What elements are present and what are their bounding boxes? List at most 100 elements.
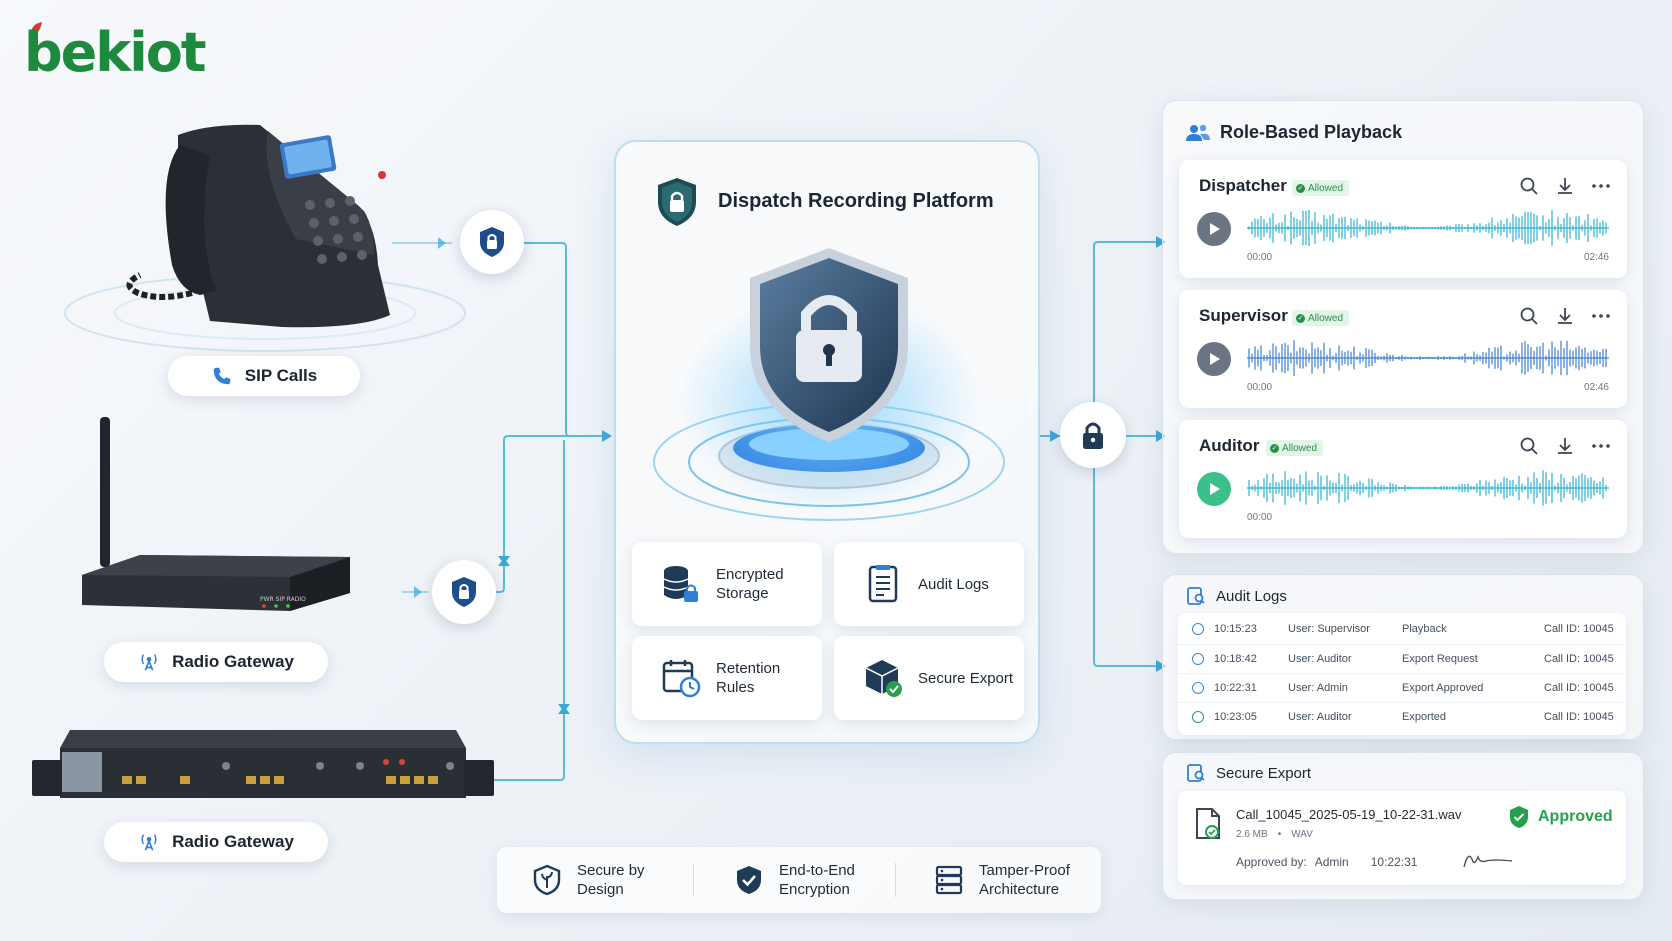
status-text: Approved: [1538, 808, 1613, 825]
approval-time: 10:22:31: [1370, 855, 1418, 869]
search-icon[interactable]: [1519, 306, 1539, 326]
log-time: 10:15:23: [1214, 623, 1257, 635]
radio-tower-icon: [141, 834, 157, 851]
status-text: Allowed: [1282, 442, 1318, 454]
waveform: [1247, 339, 1609, 377]
role-name: Auditor: [1199, 436, 1260, 455]
principle-line2: Design: [577, 881, 624, 898]
audit-log-row: 10:15:23 User: Supervisor Playback Call …: [1178, 615, 1626, 644]
download-icon[interactable]: [1555, 176, 1575, 196]
feature-label-line1: Encrypted: [716, 566, 784, 583]
source-label: Radio Gateway: [172, 652, 294, 671]
player-supervisor: Supervisor ✓Allowed 00:00 02:46: [1179, 290, 1627, 408]
download-icon[interactable]: [1555, 306, 1575, 326]
status-badge: ✓Allowed: [1292, 180, 1350, 196]
feature-label: Secure Export: [918, 669, 1014, 687]
role-name: Dispatcher: [1199, 176, 1287, 195]
search-icon[interactable]: [1519, 436, 1539, 456]
export-approved-status: Approved: [1508, 805, 1613, 829]
play-button[interactable]: [1197, 472, 1231, 506]
status-text: Allowed: [1308, 312, 1344, 324]
export-file-card: Call_10045_2025-05-19_10-22-31.wav 2.6 M…: [1178, 791, 1626, 885]
log-user: User: Auditor: [1288, 711, 1352, 723]
source-label: SIP Calls: [244, 366, 318, 385]
document-list-icon: [868, 565, 898, 603]
search-icon[interactable]: [1519, 176, 1539, 196]
panel-title-text: Secure Export: [1216, 764, 1312, 782]
audit-logs-title: Audit Logs: [1186, 586, 1287, 606]
export-search-icon: [1187, 764, 1205, 782]
brand-logo: bekiot: [22, 20, 212, 84]
waveform: [1247, 209, 1609, 247]
secure-vault-illustration: [653, 248, 1005, 521]
play-icon: [1210, 223, 1220, 235]
feature-audit-logs: Audit Logs: [834, 542, 1024, 626]
source-label: Radio Gateway: [172, 832, 294, 851]
download-icon[interactable]: [1555, 436, 1575, 456]
feature-label-line2: Storage: [716, 585, 769, 602]
play-button[interactable]: [1197, 212, 1231, 246]
shield-check-icon: [737, 866, 761, 894]
export-format: WAV: [1291, 829, 1313, 840]
approved-shield-icon: [1510, 806, 1528, 828]
log-call-id: Call ID: 10045: [1544, 711, 1614, 723]
log-action: Export Request: [1402, 653, 1478, 665]
lock-node-sip: [460, 210, 524, 274]
status-text: Allowed: [1308, 182, 1344, 194]
sip-phone-illustration: [60, 115, 470, 355]
time-end: 02:46: [1583, 382, 1609, 393]
radio-gateway-illustration-1: PWR SIP RADIO: [80, 415, 355, 630]
log-user: User: Supervisor: [1288, 623, 1370, 635]
feature-label-line2: Rules: [716, 679, 755, 696]
shield-plant-icon: [533, 864, 561, 896]
log-status-icon: [1192, 623, 1204, 635]
approver-name: Admin: [1314, 855, 1349, 869]
principle-line2: Encryption: [779, 881, 850, 898]
secure-export-title: Secure Export: [1186, 763, 1311, 783]
role-name: Supervisor: [1199, 306, 1288, 325]
log-user: User: Admin: [1288, 682, 1348, 694]
file-audio-icon: [1196, 808, 1220, 839]
logo-leaf-icon: [30, 22, 42, 38]
feature-label-line1: Retention: [716, 660, 781, 677]
log-call-id: Call ID: 10045: [1544, 682, 1614, 694]
log-action: Exported: [1402, 711, 1447, 723]
shield-lock-icon: [452, 577, 476, 607]
audit-log-table: 10:15:23 User: Supervisor Playback Call …: [1178, 613, 1626, 735]
footer-divider: [693, 863, 694, 897]
play-button[interactable]: [1197, 342, 1231, 376]
server-stack-icon: [935, 865, 963, 895]
calendar-clock-icon: [662, 660, 701, 698]
time-start: 00:00: [1247, 382, 1273, 393]
approved-by-label: Approved by:: [1236, 855, 1307, 869]
export-size: 2.6 MB: [1236, 829, 1268, 840]
footer-divider: [895, 863, 896, 897]
log-user: User: Auditor: [1288, 653, 1352, 665]
more-icon[interactable]: [1591, 176, 1611, 196]
player-dispatcher: Dispatcher ✓Allowed 00:00 02:46: [1179, 160, 1627, 278]
users-icon: [1186, 124, 1210, 141]
logo-wordmark: bekiot: [24, 21, 207, 84]
phone-icon: [213, 367, 231, 385]
radio-tower-icon: [141, 654, 157, 671]
padlock-icon: [1083, 422, 1103, 449]
log-status-icon: [1192, 682, 1204, 694]
time-start: 00:00: [1247, 512, 1273, 523]
status-badge: ✓Allowed: [1266, 440, 1324, 456]
log-call-id: Call ID: 10045: [1544, 623, 1614, 635]
more-icon[interactable]: [1591, 436, 1611, 456]
source-pill-sip: SIP Calls: [168, 356, 360, 396]
more-icon[interactable]: [1591, 306, 1611, 326]
database-lock-icon: [663, 566, 698, 602]
shield-lock-icon: [480, 227, 504, 257]
play-icon: [1210, 353, 1220, 365]
export-separator: •: [1277, 829, 1282, 840]
svg-text:PWR SIP RADIO: PWR SIP RADIO: [260, 596, 306, 603]
